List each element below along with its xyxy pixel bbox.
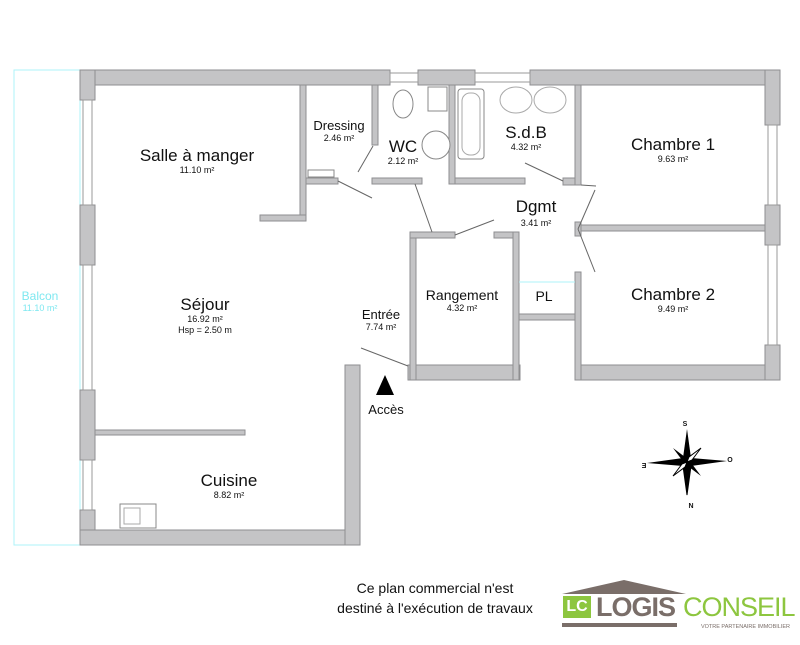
room-area: 4.32 m² bbox=[446, 303, 478, 313]
access-arrow-icon bbox=[376, 375, 394, 395]
room-area: 8.82 m² bbox=[213, 490, 245, 500]
room-salle-a-manger: Salle à manger 11.10 m² bbox=[140, 146, 254, 176]
room-entree: Entrée 7.74 m² bbox=[362, 307, 400, 333]
compass-rose-icon bbox=[647, 429, 727, 496]
room-pl: PL bbox=[535, 288, 552, 304]
room-name: Dgmt bbox=[515, 197, 557, 216]
compass-west: O bbox=[727, 457, 733, 464]
disclaimer: Ce plan commercial n'est destiné à l'exé… bbox=[330, 578, 540, 618]
compass-east: E bbox=[641, 463, 647, 470]
compass-north: N bbox=[688, 503, 694, 510]
room-area: 9.63 m² bbox=[657, 154, 689, 164]
room-name: Chambre 1 bbox=[630, 135, 716, 154]
compass-south: S bbox=[682, 421, 688, 428]
room-area: 11.10 m² bbox=[179, 165, 215, 175]
disclaimer-line: Ce plan commercial n'est bbox=[356, 580, 514, 596]
room-rangement: Rangement 4.32 m² bbox=[426, 287, 498, 314]
logo-word-conseil: CONSEIL bbox=[683, 592, 796, 622]
disclaimer-line: destiné à l'exécution de travaux bbox=[337, 600, 533, 616]
room-name: Salle à manger bbox=[139, 146, 255, 165]
door-swings bbox=[337, 145, 597, 367]
logo-roof-icon bbox=[562, 580, 686, 627]
balcony-label: Balcon 11.10 m² bbox=[22, 289, 59, 314]
logo-mark: LC bbox=[563, 596, 591, 618]
logo-tagline: VOTRE PARTENAIRE IMMOBILIER bbox=[700, 624, 790, 630]
room-dgmt: Dgmt 3.41 m² bbox=[516, 197, 557, 229]
room-dressing: Dressing 2.46 m² bbox=[313, 118, 364, 144]
sink-icon bbox=[499, 86, 533, 114]
room-cuisine: Cuisine 8.82 m² bbox=[201, 471, 258, 501]
room-area: 2.12 m² bbox=[387, 156, 419, 166]
room-chambre-2: Chambre 2 9.49 m² bbox=[631, 285, 715, 315]
room-name: Rangement bbox=[425, 287, 499, 303]
room-wc: WC 2.12 m² bbox=[388, 137, 419, 167]
room-name: S.d.B bbox=[505, 123, 547, 142]
room-name: PL bbox=[535, 288, 553, 304]
logo-word-logis: LOGIS bbox=[596, 592, 676, 622]
room-name: Entrée bbox=[361, 307, 401, 322]
room-chambre-1: Chambre 1 9.63 m² bbox=[631, 135, 715, 165]
sink-icon bbox=[533, 86, 567, 114]
room-area: 4.32 m² bbox=[510, 142, 542, 152]
room-area: 9.49 m² bbox=[657, 304, 689, 314]
room-area: 3.41 m² bbox=[520, 218, 552, 228]
room-area: 11.10 m² bbox=[22, 303, 58, 313]
access-label: Accès bbox=[368, 402, 404, 417]
room-area: 2.46 m² bbox=[323, 133, 355, 143]
room-area: 16.92 m² bbox=[187, 314, 223, 324]
room-name: Cuisine bbox=[200, 471, 258, 490]
room-name: Séjour bbox=[180, 295, 230, 314]
toilet-icon bbox=[392, 89, 414, 119]
room-name: Balcon bbox=[21, 289, 59, 303]
room-sejour: Séjour 16.92 m² Hsp = 2.50 m bbox=[178, 295, 232, 336]
room-sdb: S.d.B 4.32 m² bbox=[505, 123, 547, 153]
fixtures bbox=[119, 86, 567, 529]
room-area: 7.74 m² bbox=[365, 322, 397, 332]
logis-conseil-logo: LC LOGIS CONSEIL VOTRE PARTENAIRE IMMOBI… bbox=[560, 580, 796, 636]
windows bbox=[82, 72, 778, 511]
balcony-outline bbox=[13, 69, 81, 546]
room-name: Dressing bbox=[313, 118, 365, 133]
room-name: WC bbox=[388, 137, 418, 156]
room-name: Chambre 2 bbox=[630, 285, 716, 304]
ceiling-height: Hsp = 2.50 m bbox=[178, 325, 232, 335]
wc-sink-icon bbox=[421, 130, 451, 160]
